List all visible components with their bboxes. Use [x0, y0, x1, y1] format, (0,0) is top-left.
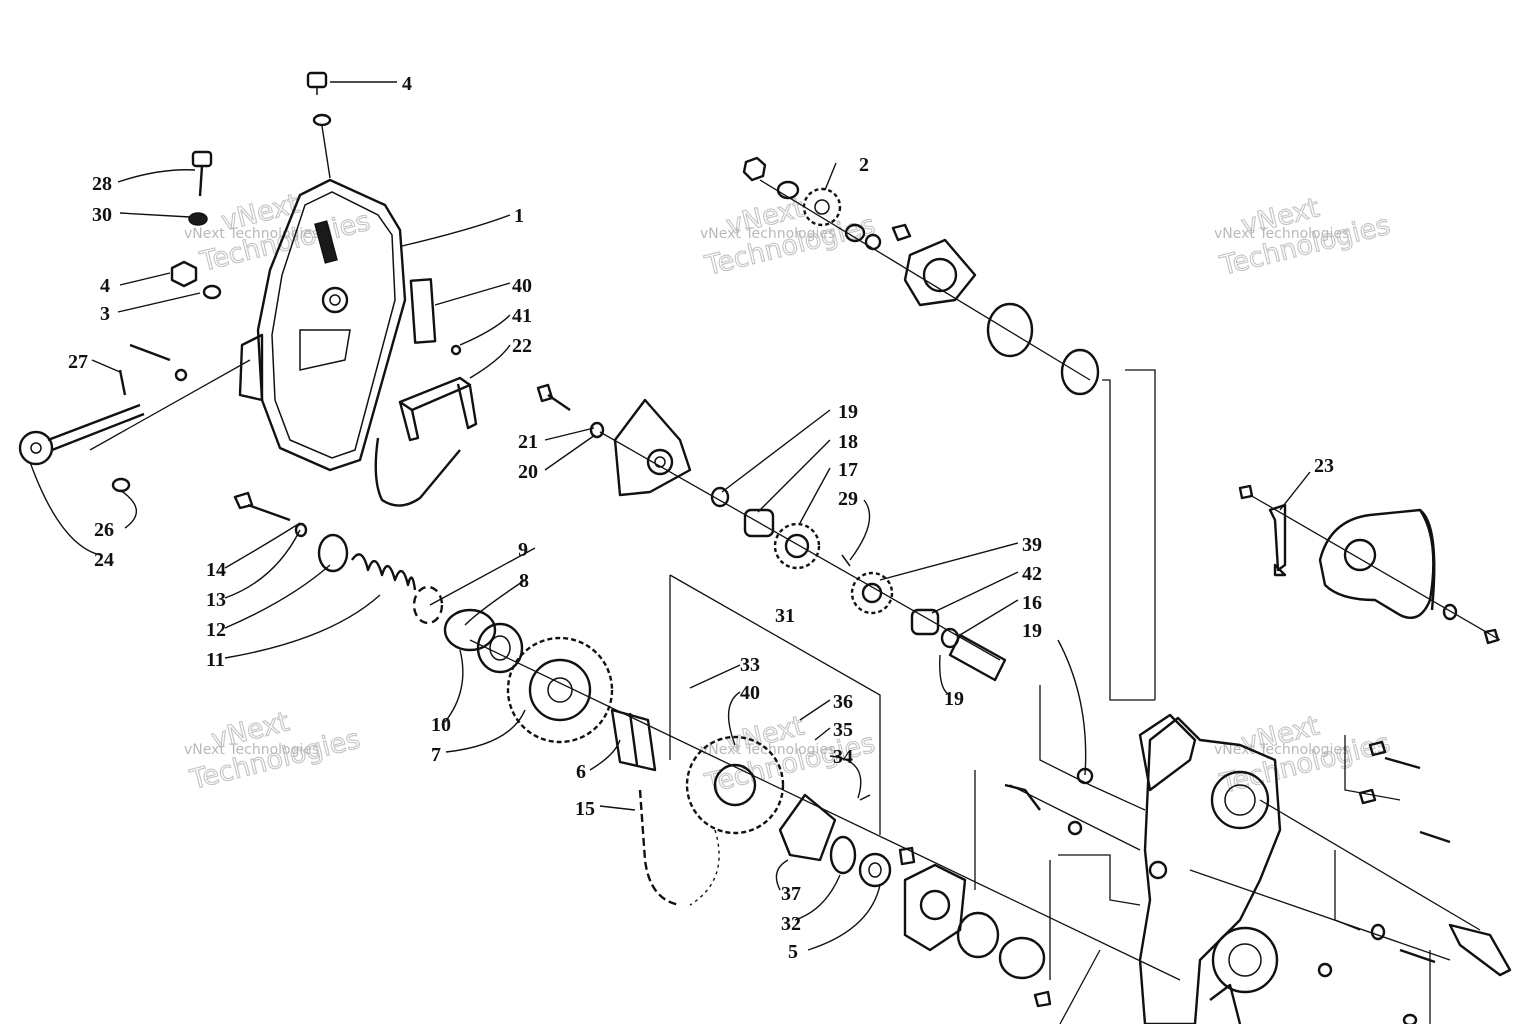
brake-shaft: [18, 343, 188, 493]
callout-label: 18: [838, 431, 858, 453]
callout-label: 39: [1022, 534, 1042, 556]
callout-label: 37: [781, 883, 801, 905]
callout-label: 24: [94, 549, 114, 571]
callout-label: 19: [838, 401, 858, 423]
callout-label: 6: [576, 761, 586, 783]
brake-lever: [398, 376, 478, 442]
driven-sprocket: [506, 636, 657, 772]
callout-label: 35: [833, 719, 853, 741]
callout-label: 30: [92, 204, 112, 226]
callout-label: 23: [1314, 455, 1334, 477]
callout-label: 3: [100, 303, 110, 325]
callout-label: 31: [775, 605, 795, 627]
drive-sprocket: [685, 735, 916, 888]
callout-label: 14: [206, 559, 226, 581]
callout-label: 16: [1022, 592, 1042, 614]
callout-label: 34: [833, 746, 853, 768]
watermark-text: vNext Technologies: [1214, 226, 1349, 242]
callout-label: 19: [944, 688, 964, 710]
callout-label: 4: [100, 275, 110, 297]
callout-label: 28: [92, 173, 112, 195]
spring-and-washers: [233, 491, 524, 674]
callout-label: 4: [402, 73, 412, 95]
dipstick: [188, 150, 213, 226]
leader-lines: [29, 81, 1311, 951]
callout-label: 10: [431, 714, 451, 736]
callout-label: 17: [838, 459, 858, 481]
vent-plug: [306, 71, 332, 179]
callout-label: 9: [518, 539, 528, 561]
callout-label: 13: [206, 589, 226, 611]
callout-label: 22: [512, 335, 532, 357]
watermark-group: vNext Technologies vNext Technologies vN…: [184, 188, 1394, 801]
callout-label: 40: [512, 275, 532, 297]
watermark-text: vNext Technologies: [1214, 742, 1349, 758]
tensioner-bracket: [536, 383, 692, 497]
callout-label: 5: [788, 941, 798, 963]
drive-shaft-assembly: [742, 156, 1100, 396]
callout-label: 26: [94, 519, 114, 541]
callout-label: 27: [68, 351, 88, 373]
callout-label: 1: [514, 205, 524, 227]
bearing-housing: [903, 863, 1046, 980]
callout-label: 41: [512, 305, 532, 327]
callout-label: 11: [206, 649, 225, 671]
callout-labels: 4 28 30 1 4 3 40 41 22 27 26 24 2 19 18 …: [68, 73, 1334, 963]
watermark-text: vNext Technologies: [184, 742, 319, 758]
idler-sprocket-assembly: [710, 486, 1007, 682]
chaincase-housing: [1138, 713, 1282, 1024]
watermark-text: vNext Technologies: [700, 226, 835, 242]
callout-label: 36: [833, 691, 853, 713]
callout-label: 20: [518, 461, 538, 483]
callout-label: 21: [518, 431, 538, 453]
callout-label: 15: [575, 798, 595, 820]
assembly-axis-lines: [89, 179, 1501, 1024]
callout-label: 40: [740, 682, 760, 704]
callout-label: 19: [1022, 620, 1042, 642]
callout-label: 33: [740, 654, 760, 676]
callout-label: 29: [838, 488, 858, 510]
gasket: [374, 437, 461, 507]
nut-and-washer: [170, 260, 222, 300]
callout-label: 7: [431, 744, 441, 766]
watermark-text: vNext Technologies: [700, 742, 835, 758]
callout-label: 12: [206, 619, 226, 641]
callout-label: 32: [781, 913, 801, 935]
chaincase-cover: [238, 178, 407, 472]
housing-fasteners: [1004, 740, 1512, 1024]
callout-label: 42: [1022, 563, 1042, 585]
watermark-text: vNext Technologies: [184, 226, 319, 242]
chain: [638, 789, 720, 907]
callout-label: 2: [859, 154, 869, 176]
callout-label: 8: [519, 570, 529, 592]
cover-plate: [409, 278, 462, 356]
